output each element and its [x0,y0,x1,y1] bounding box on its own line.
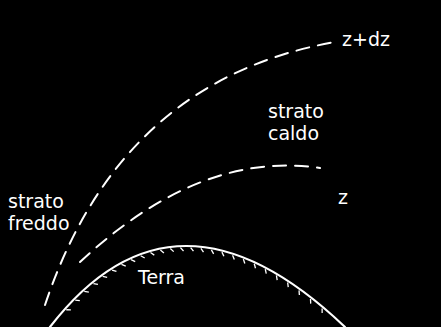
hatch-tick [141,256,145,258]
hatch-tick [211,250,213,254]
upper-layer-boundary [45,42,335,305]
hatch-tick [222,252,224,256]
hatch-tick [180,248,183,251]
hatch-tick [66,309,71,310]
hatch-tick [93,283,98,285]
hatch-tick [276,275,278,280]
hatch-tick [131,260,135,262]
hatch-tick [160,250,164,253]
hatch-tick [201,248,204,252]
hatch-tick [84,291,89,293]
diagram-label: z+dz [342,28,390,50]
hatch-tick [254,264,255,268]
hatch-tick [170,248,173,251]
hatch-tick [243,259,244,263]
diagram-label: strato caldo [268,100,324,144]
hatch-tick [233,255,235,259]
diagram-label: z [338,186,348,208]
earth-surface [50,246,345,327]
earth-hatching [66,248,322,313]
hatch-tick [75,300,80,302]
hatch-tick [150,253,154,256]
hatch-tick [191,248,194,252]
hatch-tick [103,276,107,277]
hatch-tick [298,290,300,295]
hatch-tick [121,264,125,266]
hatch-tick [321,308,322,313]
hatch-tick [112,270,116,271]
hatch-tick [310,299,311,304]
hatch-tick [287,283,289,288]
diagram-label: Terra [138,266,185,288]
hatch-tick [265,269,267,274]
diagram-label: strato freddo [8,190,70,234]
